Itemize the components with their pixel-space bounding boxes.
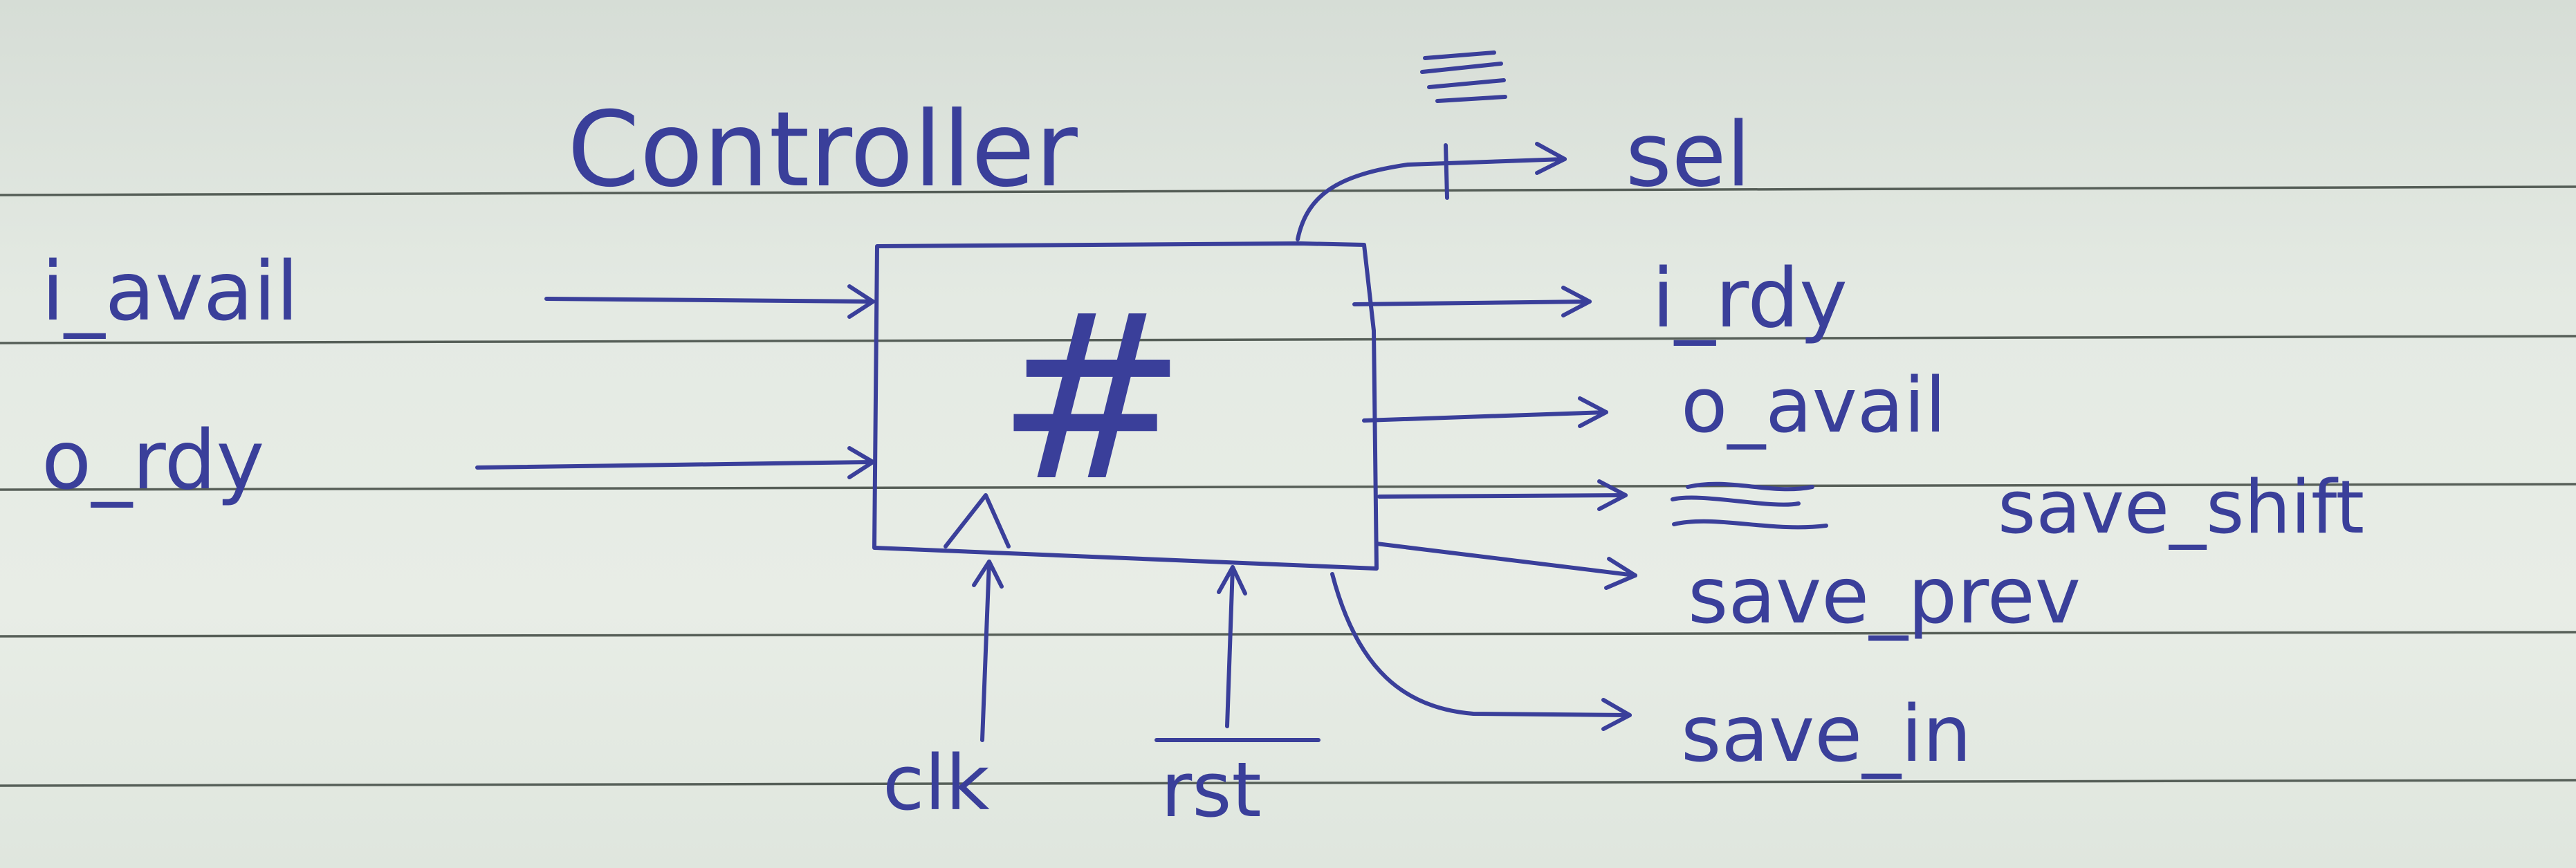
rule-line-2 [0,335,2576,344]
rule-line-3 [0,483,2576,491]
label-i-avail: i_avail [42,243,299,339]
arrowhead-o-rdy [847,446,875,479]
arrowhead-o-avail [1578,396,1608,428]
label-save-in: save_in [1681,690,1971,779]
label-save-shift: save_shift [1998,465,2364,550]
rule-line-1 [0,185,2576,196]
arrow-i-rdy [1352,299,1592,306]
arrowhead-i-avail [847,284,875,319]
arrowhead-save-shift [1597,479,1628,511]
arrowhead-i-rdy [1561,286,1592,317]
input-arrows [475,284,875,479]
label-rst: rst [1161,746,1262,834]
rule-line-5 [0,779,2576,787]
label-clk: clk [883,739,990,827]
diagram-title: Controller [567,90,1078,210]
label-o-avail: o_avail [1681,361,1946,450]
arrowhead-sel [1535,142,1567,175]
arrow-clk [980,560,991,742]
arrow-sel-tick [1444,143,1449,200]
arrow-o-avail [1362,410,1608,423]
output-arrows [1296,142,1637,731]
crossed-out-text [1671,481,1828,530]
block-symbol: # [996,266,1188,531]
arrow-save-shift [1377,493,1628,499]
arrowhead-save-prev [1604,557,1637,590]
ruled-lines [0,185,2576,787]
arrow-rst [1225,565,1235,728]
label-save-prev: save_prev [1688,551,2081,641]
clock-triangle [944,493,1011,548]
arrowhead-save-in [1601,698,1632,731]
scribble-mark [1420,50,1507,103]
rule-line-4 [0,631,2576,638]
arrowhead-rst [1217,565,1247,595]
label-o-rdy: o_rdy [42,412,264,508]
arrow-save-prev [1374,542,1637,578]
controller-block [872,241,1379,571]
arrow-sel [1296,157,1567,241]
arrow-o-rdy [475,460,875,470]
bottom-arrows [972,560,1321,742]
arrow-save-in [1330,572,1632,717]
arrowhead-clk [972,560,1004,589]
label-sel: sel [1626,104,1751,207]
label-i-rdy: i_rdy [1652,250,1848,346]
arrow-i-avail [544,297,875,304]
